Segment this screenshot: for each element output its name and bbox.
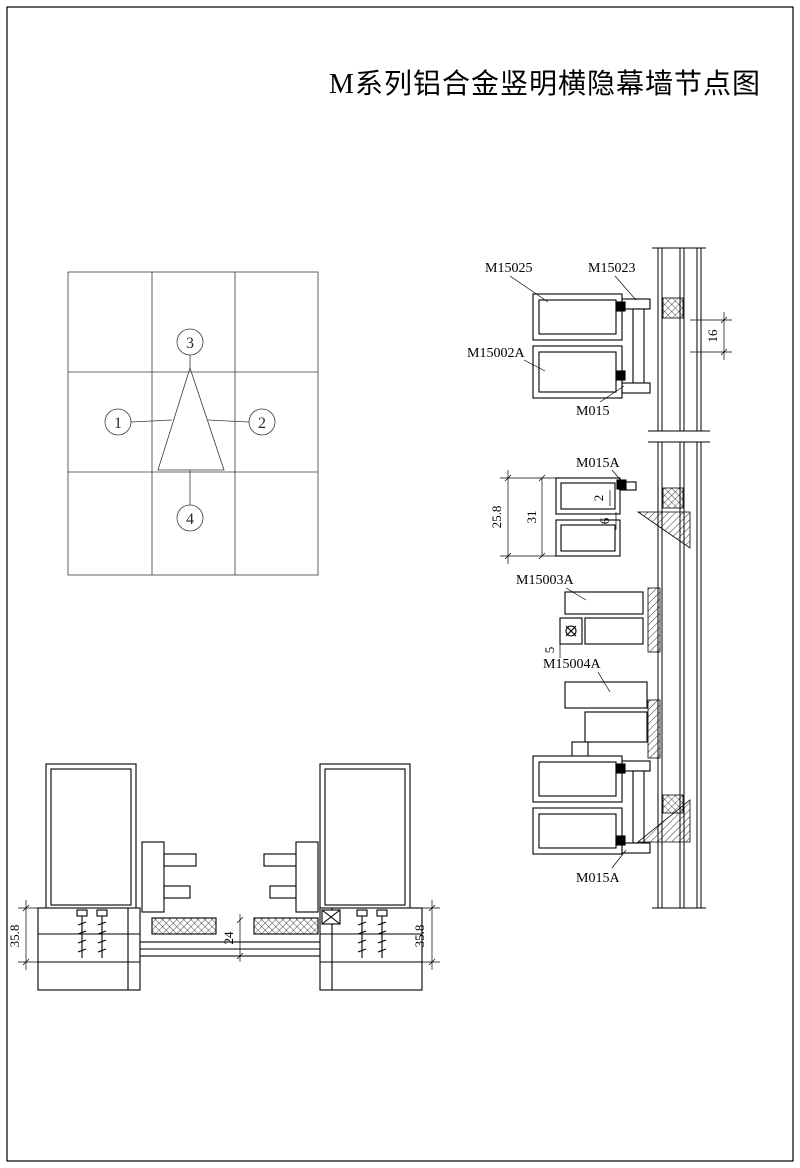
label-m015a-lower: M015A [576,871,620,886]
callout-1-number: 1 [114,415,122,432]
dim-24-text: 24 [221,931,236,945]
plan-frame-left [37,907,141,991]
callout-2-number: 2 [258,415,266,432]
plan-glass-left [45,763,137,911]
callout-4: 4 [176,504,204,532]
plan-glass-right [319,763,411,911]
glass-spacer-blocks [662,297,684,814]
glass-break-mark [648,430,710,443]
label-m15023: M15023 [588,261,635,276]
callout-3-number: 3 [186,335,194,352]
callout-4-number: 4 [186,511,194,528]
sealant-strip-lower [647,699,661,759]
drawing-title: M系列铝合金竖明横隐幕墙节点图 [329,68,761,100]
dim-31-text: 31 [524,511,539,524]
dim-6-text: 6 [597,517,612,524]
dim-25-8-text: 25.8 [489,506,504,529]
detail-mid-labels: M015A 25.8 31 2 6 [489,456,625,564]
label-m15004a: M15004A [543,657,601,672]
dim-16-text: 16 [705,329,720,343]
detail-m15003a-labels: M15003A 5 [516,573,587,658]
insulation-wedge-upper [636,511,691,549]
key-plan-triangle [130,355,250,505]
detail-m15003a [559,591,644,645]
detail-bottom-labels: M015A [576,849,627,886]
insulation-wedge-lower [636,799,691,843]
dim-35-8-left-text: 35.8 [7,925,22,948]
callout-1: 1 [104,408,132,436]
detail-m15004a [564,681,648,763]
callout-2: 2 [248,408,276,436]
label-m015a-upper: M015A [576,456,620,471]
key-plan: 3 1 2 4 [67,271,319,576]
plan-mid-profile-right [263,841,319,913]
plan-mid-profile-left [141,841,197,913]
detail-mid-transom [555,477,637,557]
label-m15003a: M15003A [516,573,574,588]
sealant-strip-upper [647,587,661,653]
dim-5-text: 5 [542,647,557,654]
label-m015: M015 [576,404,609,419]
detail-m15004a-labels: M15004A [543,657,611,693]
callout-3: 3 [176,328,204,356]
dim-2-text: 2 [591,495,606,502]
plan-section [37,763,423,991]
plan-center-connector [139,909,341,957]
detail-top-mullion [532,293,651,399]
key-plan-grid [67,271,319,576]
label-m15002a: M15002A [467,346,525,361]
detail-bottom-mullion [532,755,651,855]
dim-35-8-right-text: 35.8 [412,925,427,948]
label-m15025: M15025 [485,261,532,276]
plan-dimensions: 35.8 24 35.8 [7,900,440,970]
dim-16: 16 [690,312,732,360]
detail-top-labels: M15025 M15023 M15002A M015 [467,261,637,419]
